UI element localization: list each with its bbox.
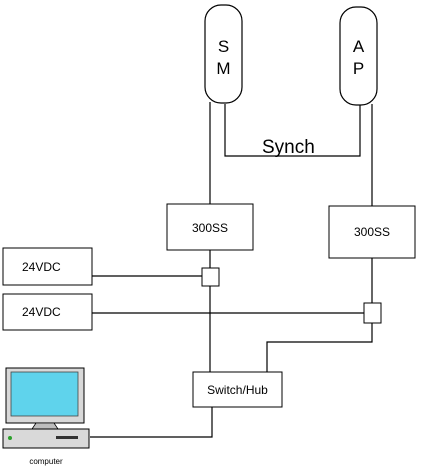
monitor-stand <box>32 423 58 429</box>
switch-hub: Switch/Hub <box>193 372 282 407</box>
module-left-label: 300SS <box>192 221 228 235</box>
computer-icon: computer <box>3 368 89 466</box>
ap-radio-label-2: P <box>353 59 364 78</box>
power-led <box>8 436 12 440</box>
module-right-label: 300SS <box>354 225 390 239</box>
power-supply-bottom-label: 24VDC <box>22 305 61 319</box>
drive-slot <box>56 436 78 439</box>
power-supply-top: 24VDC <box>3 248 92 285</box>
computer-cable <box>90 407 212 437</box>
sm-radio-label-2: M <box>216 59 230 78</box>
module-left: 300SS <box>167 204 253 250</box>
power-supply-bottom: 24VDC <box>3 294 92 330</box>
sm-radio-label-1: S <box>218 37 229 56</box>
ap-radio-body <box>340 7 377 105</box>
computer-label: computer <box>29 457 63 466</box>
monitor-screen <box>11 372 78 416</box>
module-right: 300SS <box>329 206 415 258</box>
ap-radio: A P <box>340 7 377 105</box>
ap-radio-label-1: A <box>353 37 365 56</box>
power-supply-top-label: 24VDC <box>22 260 61 274</box>
synch-label: Synch <box>262 137 315 158</box>
right-module-to-switch-cable <box>267 258 372 372</box>
injector-left <box>202 268 219 286</box>
injector-right <box>364 303 381 323</box>
switch-hub-label: Switch/Hub <box>207 383 268 397</box>
sm-radio: S M <box>205 5 242 103</box>
